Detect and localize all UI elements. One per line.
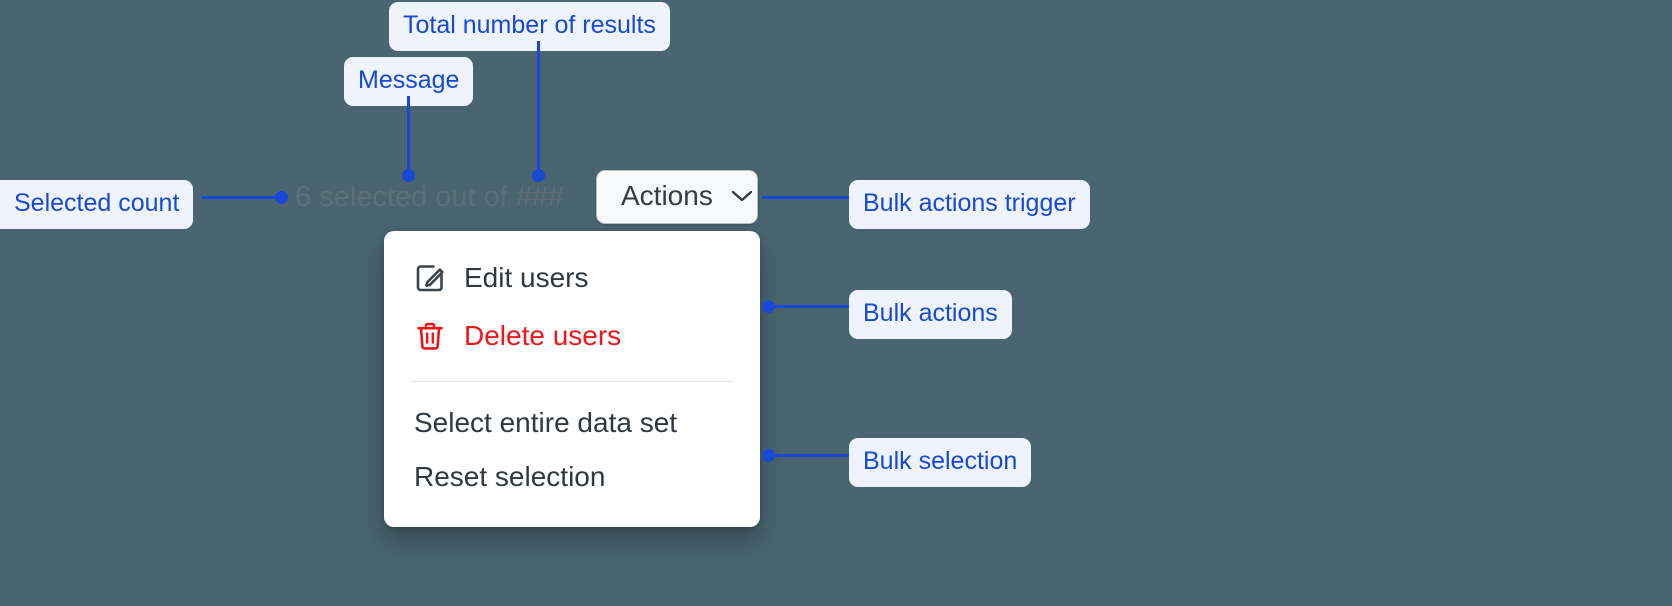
annotation-label-selected-count: Selected count xyxy=(0,180,194,229)
menu-item-reset-selection[interactable]: Reset selection xyxy=(384,450,760,504)
trash-icon xyxy=(417,322,443,350)
menu-item-select-entire-data-set-label: Select entire data set xyxy=(414,407,678,438)
connector-line-bulk-actions xyxy=(768,305,850,308)
connector-line-message xyxy=(407,96,410,175)
menu-item-edit-users-label: Edit users xyxy=(464,262,589,293)
connector-line-bulk-selection xyxy=(768,454,850,457)
connector-dot-total-number-of-results xyxy=(532,169,545,182)
annotation-label-bulk-actions-trigger: Bulk actions trigger xyxy=(849,180,1090,229)
menu-item-edit-users[interactable]: Edit users xyxy=(384,249,760,307)
connector-line-selected-count xyxy=(201,196,281,199)
bulk-actions-dropdown-menu: Edit users Delete users Select entire da… xyxy=(384,231,760,527)
menu-item-reset-selection-label: Reset selection xyxy=(414,461,606,492)
menu-divider xyxy=(410,381,734,382)
connector-dot-selected-count xyxy=(275,191,288,204)
annotation-label-total-number-of-results: Total number of results xyxy=(389,2,670,51)
connector-dot-message xyxy=(402,169,415,182)
annotation-label-bulk-actions: Bulk actions xyxy=(849,290,1012,339)
bulk-actions-trigger-button[interactable]: Actions xyxy=(596,170,758,224)
connector-line-total-number-of-results xyxy=(537,41,540,175)
menu-item-delete-users-label: Delete users xyxy=(464,320,622,351)
menu-item-select-entire-data-set[interactable]: Select entire data set xyxy=(384,396,760,450)
selection-status-text: 6 selected out of ### xyxy=(295,181,565,213)
chevron-down-icon xyxy=(731,190,753,202)
menu-item-delete-users[interactable]: Delete users xyxy=(384,307,760,365)
annotation-label-bulk-selection: Bulk selection xyxy=(849,438,1032,487)
connector-line-bulk-actions-trigger xyxy=(762,196,854,199)
bulk-actions-trigger-label: Actions xyxy=(621,180,713,211)
edit-pencil-square-icon xyxy=(416,265,444,292)
